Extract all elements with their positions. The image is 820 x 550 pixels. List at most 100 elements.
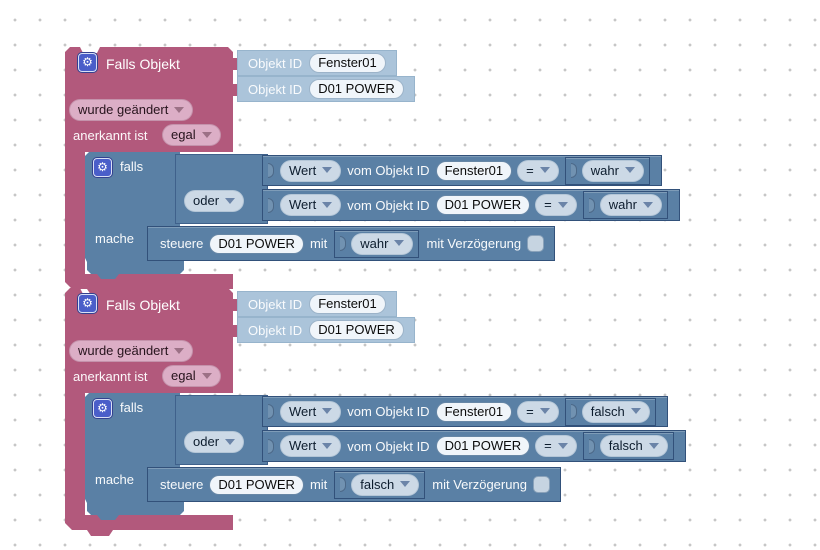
attribute-dropdown[interactable]: Wert	[281, 401, 341, 422]
connector-tab	[570, 163, 577, 178]
object-id-field[interactable]: D01 POWER	[436, 196, 530, 214]
logic-or-block-body[interactable]	[175, 154, 268, 224]
from-object-label: vom Objekt ID	[347, 438, 430, 454]
control-block[interactable]: steuere D01 POWER mit wahr mit Verzögeru…	[147, 226, 556, 261]
control-value-dropdown[interactable]: wahr	[352, 233, 413, 254]
delay-label: mit Verzögerung	[426, 236, 522, 251]
control-verb: steuere	[160, 236, 204, 251]
control-block[interactable]: steuere D01 POWER mit falsch mit Verzöge…	[147, 467, 561, 502]
delay-label: mit Verzögerung	[432, 477, 527, 492]
ack-dropdown[interactable]: egal	[163, 366, 220, 386]
value-block[interactable]: wahr	[564, 156, 650, 185]
object-id-field[interactable]: Fenster01	[310, 295, 385, 313]
trigger-event-value: wurde geändert	[78, 343, 169, 358]
from-object-label: vom Objekt ID	[347, 163, 430, 178]
value-block[interactable]: wahr	[334, 229, 420, 258]
delay-checkbox[interactable]	[528, 236, 544, 251]
logic-or-block-body[interactable]	[175, 395, 268, 465]
comparator-value: =	[526, 403, 534, 419]
with-label: mit	[309, 236, 328, 251]
object-id-label: Objekt ID	[248, 55, 303, 71]
chevron-down-icon	[322, 167, 333, 173]
object-id-field[interactable]: D01 POWER	[210, 475, 303, 494]
control-value-dropdown[interactable]: falsch	[352, 474, 419, 495]
if-label: falls	[120, 400, 144, 415]
rule-block-2[interactable]: ⚙ Falls Objekt Objekt ID Fenster01 Objek…	[65, 288, 785, 538]
operator-value: oder	[193, 193, 220, 208]
chevron-down-icon	[539, 167, 550, 173]
comparator-dropdown[interactable]: =	[536, 436, 576, 456]
object-id-label: Objekt ID	[248, 322, 303, 338]
value-text: falsch	[360, 476, 395, 492]
object-id-shadow-block[interactable]: Objekt ID D01 POWER	[237, 76, 415, 102]
trigger-event-dropdown[interactable]: wurde geändert	[70, 341, 193, 361]
attribute-value: Wert	[289, 197, 317, 212]
chevron-down-icon	[557, 442, 568, 449]
if-label: falls	[120, 159, 144, 174]
object-id-field[interactable]: Fenster01	[310, 54, 385, 72]
ack-label: anerkannt ist	[73, 128, 148, 143]
object-id-field[interactable]: Fenster01	[436, 161, 512, 180]
condition-block[interactable]: Wert vom Objekt ID D01 POWER = wahr	[262, 189, 680, 221]
comparator-dropdown[interactable]: =	[518, 401, 558, 422]
value-block[interactable]: falsch	[582, 432, 674, 460]
attribute-dropdown[interactable]: Wert	[281, 160, 341, 181]
object-id-shadow-block[interactable]: Objekt ID D01 POWER	[237, 317, 415, 343]
chevron-down-icon	[174, 106, 185, 113]
value-block[interactable]: wahr	[582, 191, 668, 219]
rule-block-1[interactable]: ⚙ Falls Objekt Objekt ID Fenster01 Objek…	[65, 47, 785, 297]
mutator-gear-icon[interactable]: ⚙	[93, 399, 112, 418]
condition-block[interactable]: Wert vom Objekt ID D01 POWER = falsch	[262, 430, 686, 462]
comparator-dropdown[interactable]: =	[518, 160, 558, 181]
connector-tab	[268, 438, 274, 454]
value-block[interactable]: falsch	[334, 470, 426, 499]
from-object-label: vom Objekt ID	[347, 197, 430, 213]
chevron-down-icon	[322, 442, 333, 449]
value-dropdown[interactable]: wahr	[600, 195, 661, 215]
logic-operator-dropdown[interactable]: oder	[185, 432, 244, 452]
mutator-gear-icon[interactable]: ⚙	[93, 158, 112, 177]
value-dropdown[interactable]: wahr	[582, 160, 643, 181]
attribute-value: Wert	[289, 438, 317, 453]
chevron-down-icon	[539, 408, 550, 414]
object-id-field[interactable]: D01 POWER	[310, 80, 403, 98]
value-text: falsch	[608, 438, 643, 453]
ack-value: egal	[171, 368, 196, 383]
connector-socket	[231, 325, 238, 337]
condition-block[interactable]: Wert vom Objekt ID Fenster01 = wahr	[262, 155, 662, 186]
attribute-dropdown[interactable]: Wert	[281, 436, 341, 456]
control-verb: steuere	[160, 477, 204, 492]
object-id-shadow-block[interactable]: Objekt ID Fenster01	[237, 291, 397, 317]
value-block[interactable]: falsch	[564, 397, 656, 426]
condition-block[interactable]: Wert vom Objekt ID Fenster01 = falsch	[262, 396, 668, 427]
trigger-event-value: wurde geändert	[78, 102, 169, 117]
connector-socket	[231, 84, 238, 96]
object-id-field[interactable]: D01 POWER	[310, 321, 403, 339]
value-dropdown[interactable]: falsch	[582, 401, 649, 422]
chevron-down-icon	[557, 201, 568, 208]
trigger-event-dropdown[interactable]: wurde geändert	[70, 100, 193, 120]
mutator-gear-icon[interactable]: ⚙	[78, 53, 97, 72]
object-id-shadow-block[interactable]: Objekt ID Fenster01	[237, 50, 397, 76]
delay-checkbox[interactable]	[533, 477, 549, 492]
chevron-down-icon	[322, 408, 333, 414]
object-id-label: Objekt ID	[248, 81, 303, 97]
trigger-block-title: Falls Objekt	[106, 297, 180, 313]
ack-dropdown[interactable]: egal	[163, 125, 220, 145]
chevron-down-icon	[400, 481, 411, 487]
mutator-gear-icon[interactable]: ⚙	[78, 294, 97, 313]
comparator-value: =	[544, 438, 552, 453]
object-id-field[interactable]: D01 POWER	[436, 437, 530, 455]
comparator-dropdown[interactable]: =	[536, 195, 576, 215]
value-text: falsch	[590, 403, 625, 419]
value-dropdown[interactable]: falsch	[600, 436, 667, 456]
connector-socket	[231, 58, 238, 70]
object-id-field[interactable]: Fenster01	[436, 402, 512, 421]
logic-operator-dropdown[interactable]: oder	[185, 191, 244, 211]
connector-tab	[268, 404, 274, 419]
connector-tab	[570, 404, 577, 419]
object-id-field[interactable]: D01 POWER	[210, 234, 303, 253]
attribute-dropdown[interactable]: Wert	[281, 195, 341, 215]
chevron-down-icon	[624, 167, 635, 173]
